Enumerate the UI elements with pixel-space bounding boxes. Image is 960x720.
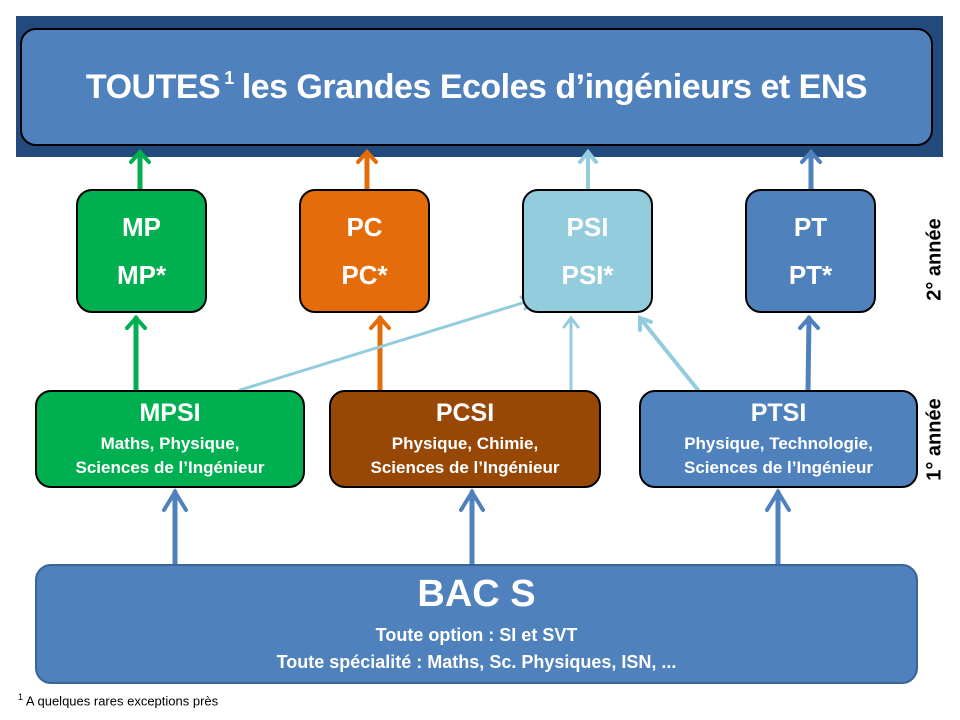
- box-subtitle: Physique, Technologie,: [684, 433, 873, 453]
- box-mp: MP MP*: [76, 189, 207, 313]
- box-label: MP*: [116, 259, 167, 290]
- box-subtitle: Sciences de l’Ingénieur: [75, 457, 265, 477]
- box-title: PTSI: [750, 398, 807, 427]
- title-part: TOUTES: [85, 67, 221, 106]
- bac-specialites: Toute spécialité : Maths, Sc. Physiques,…: [276, 651, 677, 672]
- footnote-mark: 1: [224, 67, 234, 88]
- box-label: PSI*: [561, 259, 614, 290]
- box-subtitle: Physique, Chimie,: [391, 433, 539, 453]
- footnote-text: A quelques rares exceptions près: [25, 693, 219, 709]
- box-subtitle: Sciences de l’Ingénieur: [684, 457, 873, 477]
- box-bac-s: BAC S Toute option : SI et SVT Toute spé…: [35, 564, 918, 684]
- bac-options: Toute option : SI et SVT: [375, 624, 578, 645]
- arrow-ptsi-psi: [638, 316, 700, 392]
- box-psi: PSI PSI*: [522, 189, 653, 313]
- box-pc: PC PC*: [299, 189, 430, 313]
- box-label: PC: [346, 211, 383, 242]
- box-subtitle: Maths, Physique,: [100, 433, 240, 453]
- box-label: PSI: [566, 211, 609, 242]
- box-title: MPSI: [139, 398, 201, 427]
- box-title: PCSI: [435, 398, 495, 427]
- box-ptsi: PTSI Physique, Technologie, Sciences de …: [639, 390, 918, 488]
- box-pt: PT PT*: [745, 189, 876, 313]
- title-part: les Grandes Ecoles d’ingénieurs et ENS: [241, 67, 868, 106]
- box-label: PT: [793, 211, 828, 242]
- footnote: 1 A quelques rares exceptions près: [18, 692, 218, 708]
- box-label: PC*: [341, 259, 388, 290]
- box-mpsi: MPSI Maths, Physique, Sciences de l’Ingé…: [35, 390, 305, 488]
- arrow-ptsi-pt: [805, 315, 812, 393]
- arrow-mpsi-psi: [238, 298, 534, 392]
- box-subtitle: Sciences de l’Ingénieur: [370, 457, 560, 477]
- box-label: PT*: [788, 259, 833, 290]
- label-second-year: 2° année: [923, 218, 946, 301]
- box-label: MP: [122, 211, 161, 242]
- box-pcsi: PCSI Physique, Chimie, Sciences de l’Ing…: [329, 390, 601, 488]
- bac-title: BAC S: [417, 572, 536, 615]
- footnote-mark: 1: [18, 692, 24, 702]
- label-first-year: 1° année: [923, 398, 946, 481]
